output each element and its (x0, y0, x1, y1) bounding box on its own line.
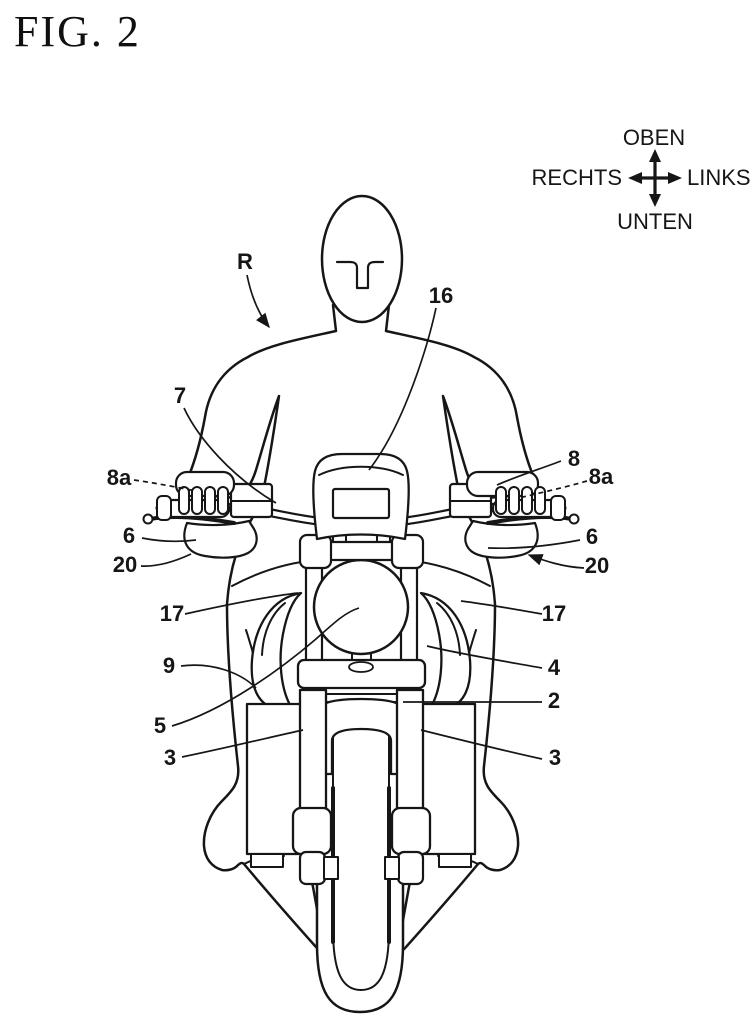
front-tire-tread-band (332, 723, 390, 991)
rider-head (320, 194, 404, 324)
leader-7 (183, 407, 277, 504)
finger (521, 486, 533, 515)
fork-foot-right (396, 850, 425, 886)
leader-9 (180, 664, 257, 689)
compass-label-unten: UNTEN (617, 209, 693, 234)
leader-4 (426, 645, 543, 669)
compass-label-links: LINKS (687, 165, 751, 190)
motorcycle-front-view (142, 452, 580, 1014)
finger (534, 486, 546, 515)
leader-8a-left (133, 479, 197, 492)
fork-foot-left (298, 850, 327, 886)
finger (508, 486, 520, 515)
stem-nut (348, 661, 374, 673)
ref-label-5: 5 (154, 713, 166, 738)
brake-caliper-right (390, 806, 432, 856)
compass-label-rechts: RECHTS (532, 165, 622, 190)
direction-compass: OBEN UNTEN RECHTS LINKS (532, 125, 751, 234)
ref-label-3-right: 3 (549, 745, 561, 770)
finger (495, 486, 507, 515)
ref-label-R: R (237, 249, 253, 274)
leader-16 (368, 307, 437, 471)
compass-arrow-right-icon (668, 172, 682, 184)
bar-end-left (156, 495, 172, 521)
leader-17-right (460, 600, 543, 615)
ref-label-20-left: 20 (113, 552, 137, 577)
shroud-left-accent (261, 602, 286, 656)
ref-label-17-right: 17 (542, 601, 566, 626)
axle-bracket-right (384, 856, 400, 880)
ref-label-8-right: 8 (568, 446, 580, 471)
fork-slider-left (298, 688, 328, 817)
leader-3-left (181, 729, 304, 758)
bar-clamp-left (298, 533, 333, 570)
shroud-right-accent (436, 602, 461, 656)
fork-slider-right (395, 688, 425, 817)
ref-label-3-left: 3 (164, 745, 176, 770)
ref-label-7: 7 (174, 383, 186, 408)
knuckle-guard-right (464, 519, 539, 559)
brake-caliper-left (291, 806, 333, 856)
ref-label-2: 2 (548, 688, 560, 713)
finger (204, 486, 216, 515)
ref-label-16: 16 (429, 283, 453, 308)
lower-triple-clamp (296, 658, 427, 690)
compass-arrow-up-icon (649, 149, 661, 162)
axle-bracket-left (323, 856, 339, 880)
headlight (312, 558, 410, 656)
ref-label-9: 9 (163, 653, 175, 678)
finger (191, 486, 203, 515)
leader-R (246, 274, 270, 329)
leader-17-left (184, 592, 299, 615)
ref-label-17-left: 17 (160, 601, 184, 626)
leader-20-right (527, 554, 585, 569)
leader-6-left (141, 537, 197, 543)
lever-ball-end-right (568, 513, 580, 525)
compass-label-oben: OBEN (623, 125, 685, 150)
leader-20-left (140, 553, 192, 567)
finger (178, 486, 190, 515)
lever-ball-end-left (142, 513, 154, 525)
bar-end-right (550, 495, 566, 521)
ref-label-6-right: 6 (586, 524, 598, 549)
rider-face-mark (335, 260, 385, 290)
ref-label-20-right: 20 (585, 553, 609, 578)
ref-label-8a-left: 8a (107, 465, 132, 490)
ref-label-6-left: 6 (123, 523, 135, 548)
ref-label-4: 4 (548, 655, 561, 680)
compass-arrow-down-icon (649, 194, 661, 207)
ref-label-8a-right: 8a (589, 464, 614, 489)
reference-annotations: R 16 7 8a 8 8a 6 20 6 20 17 17 9 4 5 2 3… (107, 249, 614, 770)
instrument-screen (331, 487, 391, 520)
compass-arrow-left-icon (628, 172, 642, 184)
figure-title: FIG. 2 (14, 7, 141, 56)
front-tire (315, 714, 405, 1014)
side-panel-right-step (438, 853, 472, 868)
leader-5 (171, 607, 360, 727)
leader-8-right (496, 460, 562, 486)
leader-3-right (420, 729, 543, 760)
instrument-visor-line (318, 465, 404, 476)
leader-6-right (487, 539, 581, 550)
side-panel-left-step (250, 853, 284, 868)
top-bridge-plate (320, 540, 403, 562)
bar-clamp-right (390, 533, 425, 570)
finger (217, 486, 229, 515)
